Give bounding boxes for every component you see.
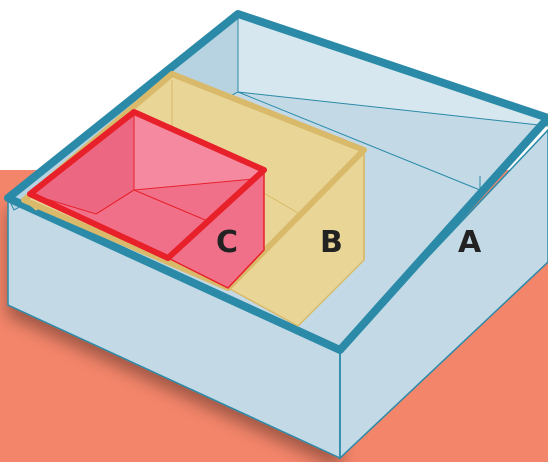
box-b-rim [21,71,367,291]
box-c-rim [27,109,267,261]
label-b: B [320,225,343,260]
box-c-inner-floor-right [133,189,211,223]
box-a-inner-floor-edge [237,91,481,191]
box-c [27,109,267,289]
label-c: C [216,225,238,260]
box-c-inner-floor-left [95,189,135,215]
box-a-rim [4,10,548,354]
label-a: A [458,225,482,260]
